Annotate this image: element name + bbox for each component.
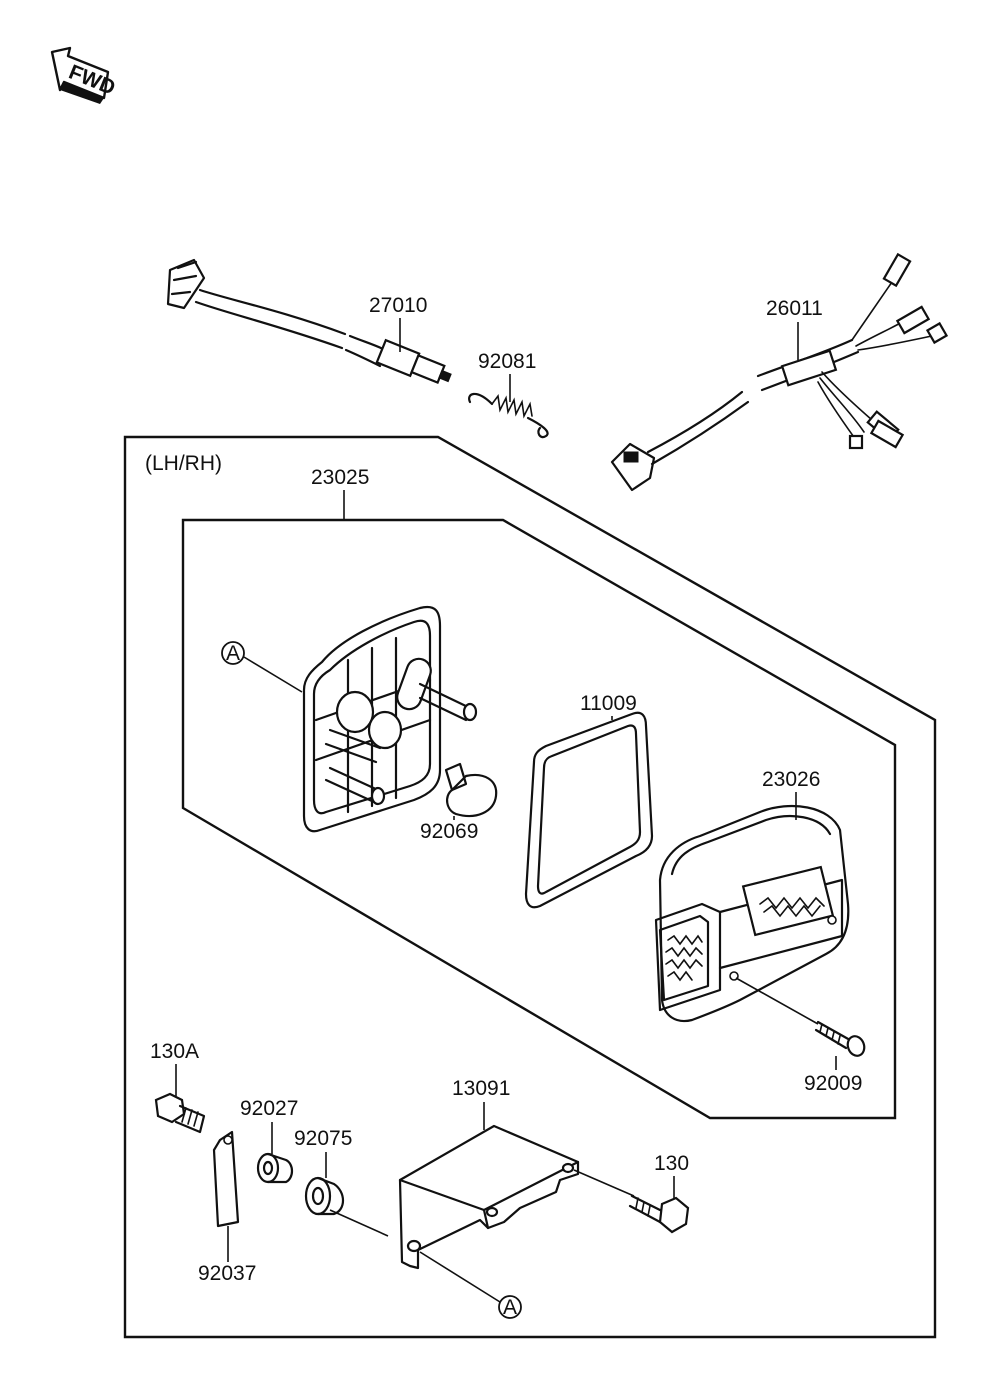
ref-marker-a-top: A — [221, 641, 245, 665]
lens-cover-23026 — [654, 804, 850, 1023]
part-92037-label: 92037 — [198, 1262, 256, 1285]
fwd-arrow-icon: FWD — [50, 46, 118, 104]
part-92027-label: 92027 — [240, 1097, 298, 1120]
part-130A-label: 130A — [150, 1040, 199, 1063]
outer-group-frame — [123, 435, 937, 1339]
bolt-130A — [154, 1092, 206, 1134]
svg-text:A: A — [503, 1296, 517, 1319]
part-23026-label: 23026 — [762, 768, 820, 791]
spring-92081 — [468, 392, 549, 439]
bolt-130 — [628, 1194, 690, 1234]
screw-92009 — [814, 1020, 866, 1057]
part-27010-label: 27010 — [369, 294, 427, 317]
part-11009-label: 11009 — [580, 692, 637, 715]
bulb-92069 — [444, 762, 498, 818]
part-92009-label: 92009 — [804, 1072, 862, 1095]
collar-92027 — [256, 1152, 294, 1184]
lamp-base-socket — [302, 605, 478, 833]
ref-marker-a-bottom: A — [498, 1295, 522, 1319]
part-13091-label: 13091 — [452, 1077, 510, 1100]
switch-cable-27010 — [166, 258, 452, 385]
part-23025-label: 23025 — [311, 466, 369, 489]
part-130-label: 130 — [654, 1152, 689, 1175]
inner-assembly-frame — [181, 518, 897, 1120]
part-92075-label: 92075 — [294, 1127, 352, 1150]
svg-text:A: A — [226, 642, 240, 665]
group-label: (LH/RH) — [145, 452, 222, 475]
grommet-92075 — [304, 1176, 345, 1216]
part-92081-label: 92081 — [478, 350, 536, 373]
wire-harness-26011 — [610, 252, 949, 492]
part-92069-label: 92069 — [420, 820, 478, 843]
strap-92037 — [212, 1130, 240, 1228]
gasket-11009 — [524, 711, 654, 909]
part-26011-label: 26011 — [766, 297, 823, 320]
bracket-13091 — [398, 1124, 580, 1270]
